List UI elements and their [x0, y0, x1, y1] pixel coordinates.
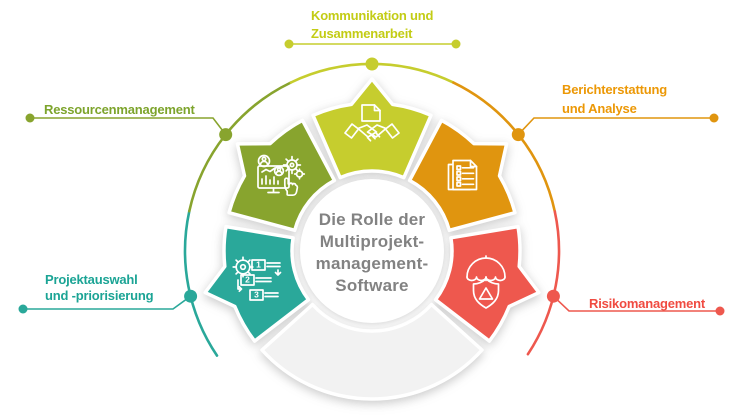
label-line: Zusammenarbeit	[311, 26, 413, 41]
label-line: Kommunikation und	[311, 8, 434, 23]
connector-end-dot-ressourcen	[25, 113, 35, 123]
center-circle	[300, 179, 444, 323]
arc-connection-dots	[184, 57, 560, 303]
label-line: Ressourcenmanagement	[44, 102, 195, 117]
arc-dot-kommunikation	[365, 57, 379, 71]
umbrella-shield-icon	[466, 255, 506, 309]
arc-dot-berichterstattung	[511, 128, 525, 142]
arc-dot-ressourcen	[219, 128, 233, 142]
label-line: Risikomanagement	[589, 296, 706, 311]
connector-end-dot-berichterstattung	[709, 113, 719, 123]
label-risikomanagement: Risikomanagement	[589, 295, 705, 313]
monitor-gears-hand-icon	[257, 154, 306, 197]
connector-end-dot-kommunikation	[451, 39, 461, 49]
label-berichterstattung: Berichterstattung und Analyse	[562, 80, 667, 118]
label-projektauswahl: Projektauswahl und -priorisierung	[45, 272, 154, 304]
segment-icons: 1 2 3	[232, 104, 506, 309]
connector-line-projektauswahl	[23, 295, 192, 310]
label-line: Berichterstattung	[562, 82, 667, 97]
label-line: Projektauswahl	[45, 272, 138, 287]
connector-line-risiko	[552, 295, 720, 312]
label-ressourcenmanagement: Ressourcenmanagement	[44, 101, 195, 119]
connector-end-dot-kommunikation	[284, 39, 294, 49]
center-title-line: management-	[315, 254, 429, 273]
handshake-document-icon	[344, 104, 400, 142]
arc-dot-risiko	[546, 289, 560, 303]
center-title-line: Software	[335, 276, 409, 295]
connector-end-dot-projektauswahl	[18, 304, 28, 314]
svg-text:1: 1	[256, 260, 261, 270]
numbered-list-gear-icon: 1 2 3	[232, 256, 282, 301]
segment-empty	[260, 302, 484, 401]
segment-projektauswahl	[203, 224, 311, 343]
arc-dot-projektauswahl	[184, 289, 198, 303]
label-connector-lines	[18, 39, 725, 316]
outer-arc-risiko	[526, 210, 561, 356]
svg-text:2: 2	[245, 275, 250, 285]
svg-text:3: 3	[254, 290, 259, 300]
center-title-line: Multiprojekt-	[319, 232, 425, 251]
connector-line-ressourcen	[30, 117, 227, 136]
outer-arc-projektauswahl	[183, 209, 219, 357]
label-kommunikation: Kommunikation und Zusammenarbeit	[311, 7, 433, 43]
center-title-line: Die Rolle der	[318, 210, 426, 229]
center-title: Die Rolle der Multiprojekt- management- …	[282, 209, 462, 297]
connector-end-dot-risiko	[715, 306, 725, 316]
connector-line-berichterstattung	[517, 117, 714, 136]
label-line: und Analyse	[562, 101, 637, 116]
report-documents-icon	[447, 159, 478, 191]
segment-risiko	[433, 224, 541, 343]
label-line: und -priorisierung	[45, 288, 154, 303]
